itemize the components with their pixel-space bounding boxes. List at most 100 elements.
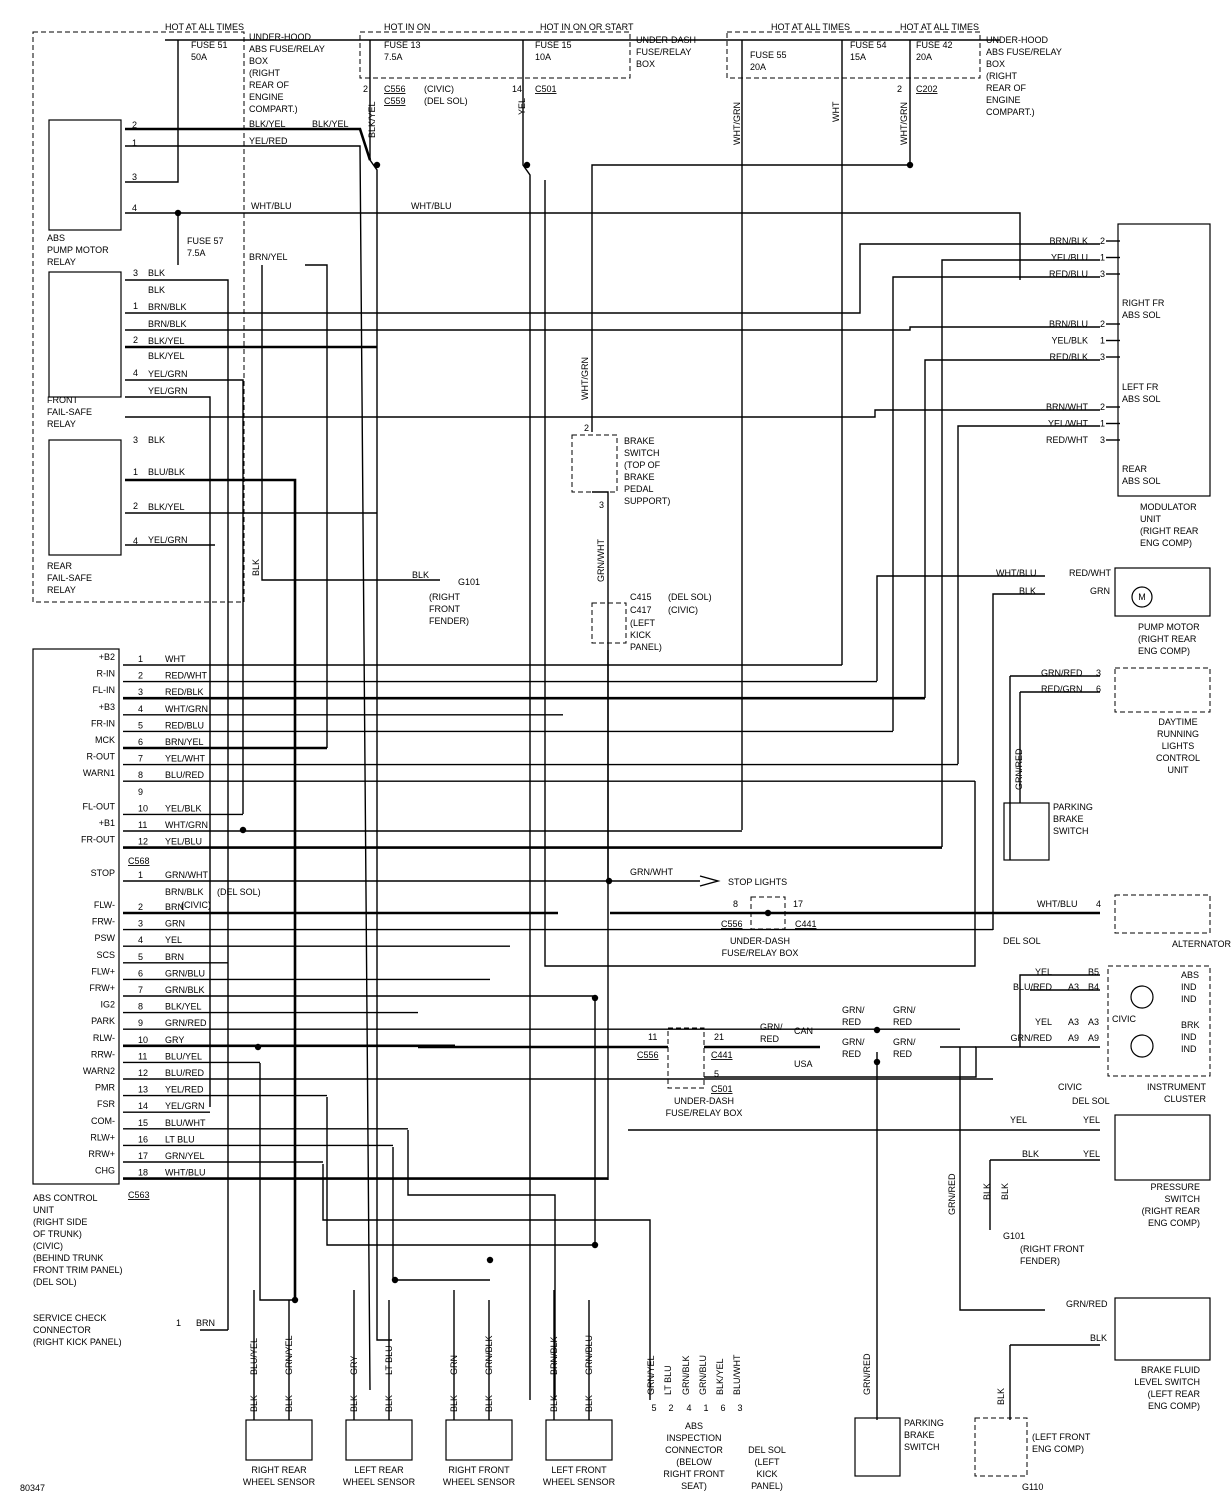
abs-relays-rear-wires-0: BLK bbox=[148, 435, 165, 445]
splice-dot bbox=[174, 209, 182, 217]
cluster-civic-bottom: CIVIC bbox=[1058, 1082, 1083, 1092]
acu-group1-8-num: 9 bbox=[138, 787, 143, 797]
acu-group2-8-num: 9 bbox=[138, 1018, 143, 1028]
pressure-switch-box bbox=[1114, 1114, 1211, 1181]
wire bbox=[125, 478, 297, 1300]
top-conn-pin-2b: 2 bbox=[897, 84, 902, 94]
center-grn-red-main: GRN/RED bbox=[760, 1022, 783, 1044]
right-front-wheel-sensor bbox=[445, 1419, 513, 1461]
acu-group2-11-name: WARN2 bbox=[83, 1066, 115, 1076]
abs-relays-front-pins-0: 3 bbox=[133, 268, 138, 278]
top-c501: C501 bbox=[535, 84, 557, 94]
wires bbox=[123, 39, 1120, 1420]
acu-group2-16-name: RRW+ bbox=[88, 1149, 115, 1159]
alternator-pin: 4 bbox=[1096, 899, 1101, 909]
acu-group1-11-wire: YEL/BLU bbox=[165, 837, 202, 847]
acu-group2-13-wire: YEL/GRN bbox=[165, 1101, 205, 1111]
top-c559: C559 bbox=[384, 96, 406, 106]
sensors-0-pin-b: BLK bbox=[284, 1395, 294, 1412]
modulator-rear-0-wire: BRN/WHT bbox=[1046, 402, 1088, 412]
center-c441-b: C441 bbox=[711, 1050, 733, 1060]
center-grn-red-can-r: GRN/RED bbox=[893, 1005, 916, 1027]
acu-group2-0-num: 1 bbox=[138, 870, 143, 880]
acu-group2-5-name: FLW+ bbox=[91, 966, 115, 976]
acu-connector2: C563 bbox=[128, 1190, 150, 1200]
inspection-wires-1-pin: 2 bbox=[668, 1403, 673, 1413]
top-wire-blk-yel: BLK/YEL bbox=[367, 101, 377, 138]
brake-fluid-switch-box bbox=[1114, 1297, 1211, 1361]
wire bbox=[322, 1164, 651, 1400]
acu-group1-1-num: 2 bbox=[138, 671, 143, 681]
acu-group1-1-name: R-IN bbox=[97, 669, 116, 679]
pump-motor-wht-blu: WHT/BLU bbox=[996, 568, 1037, 578]
pressure-switch-blk-v2: BLK bbox=[1000, 1183, 1010, 1200]
figure-id: 80347 bbox=[20, 1483, 45, 1493]
sensors-3-wire-b: GRN/BLU bbox=[584, 1335, 594, 1375]
acu-group1-7-num: 8 bbox=[138, 770, 143, 780]
splice-dot bbox=[254, 1043, 262, 1051]
brake-switch-c417: C417 bbox=[630, 605, 652, 615]
cluster-rows-0-pin-b: B5 bbox=[1088, 967, 1099, 977]
cluster-rows-1-pin-b: B4 bbox=[1088, 982, 1099, 992]
modulator-rear-2-pin: 3 bbox=[1100, 435, 1105, 445]
center-pin-11: 11 bbox=[648, 1032, 657, 1042]
abs-relays-rear-pins-0: 3 bbox=[133, 435, 138, 445]
splice-dot bbox=[873, 1058, 881, 1066]
abs-relays-wht-blu-2: WHT/BLU bbox=[411, 201, 452, 211]
abs-relays-front-wires-0: BLK bbox=[148, 268, 165, 278]
acu-group2-15-num: 16 bbox=[138, 1134, 148, 1144]
service-check-wire: BRN bbox=[196, 1318, 215, 1328]
acu-group2-3-wire: YEL bbox=[165, 935, 182, 945]
brake-switch-wire-wht-grn: WHT/GRN bbox=[580, 357, 590, 400]
brake-switch-c415: C415 bbox=[630, 592, 652, 602]
cluster-rows-2-pin-a: A3 bbox=[1068, 1017, 1079, 1027]
acu-group1-2-name: FL-IN bbox=[93, 685, 116, 695]
acu-group2-12-wire: YEL/RED bbox=[165, 1085, 204, 1095]
abs-relays-blk-yel-1: BLK/YEL bbox=[249, 119, 286, 129]
acu-group2-5-wire: GRN/BLU bbox=[165, 968, 205, 978]
wire bbox=[125, 409, 1100, 418]
top-del-sol: (DEL SOL) bbox=[424, 96, 468, 106]
modulator-right-fr-1-wire: YEL/BLU bbox=[1051, 253, 1088, 263]
inspection-wires-4-pin: 6 bbox=[720, 1403, 725, 1413]
wire bbox=[125, 40, 179, 183]
wire bbox=[125, 145, 371, 1391]
acu-group1-3-wire: WHT/GRN bbox=[165, 704, 208, 714]
acu-group2-17-wire: WHT/BLU bbox=[165, 1168, 206, 1178]
center-pin-8: 8 bbox=[733, 899, 738, 909]
abs-relays-front-wires-2: BRN/BLK bbox=[148, 302, 187, 312]
cluster-rows-2-wire: YEL bbox=[1035, 1017, 1052, 1027]
acu-group2-3-num: 4 bbox=[138, 935, 143, 945]
acu-group1-0-num: 1 bbox=[138, 654, 143, 664]
acu-group2-14-name: COM- bbox=[91, 1116, 115, 1126]
brake-switch-wire-grn-wht: GRN/WHT bbox=[596, 539, 606, 582]
wire bbox=[125, 127, 372, 161]
acu-group2-1-name: FLW- bbox=[94, 900, 115, 910]
abs-relays-rear-pins-3: 4 bbox=[133, 536, 138, 546]
modulator-right-fr-0-wire: BRN/BLK bbox=[1049, 236, 1088, 246]
top-hot-at-all-times-1: HOT AT ALL TIMES bbox=[165, 22, 244, 32]
rear-fail-safe-relay bbox=[48, 439, 122, 556]
acu-group1-7-name: WARN1 bbox=[83, 768, 115, 778]
acu-group1-5-num: 6 bbox=[138, 737, 143, 747]
acu-group1-5-wire: BRN/YEL bbox=[165, 737, 204, 747]
wire bbox=[125, 396, 211, 1107]
cluster-del-sol-top: DEL SOL bbox=[1003, 936, 1041, 946]
c415-connector-box bbox=[591, 602, 627, 644]
pump-motor-red-wht: RED/WHT bbox=[1069, 568, 1111, 578]
top-wire-yel: YEL bbox=[517, 98, 527, 115]
